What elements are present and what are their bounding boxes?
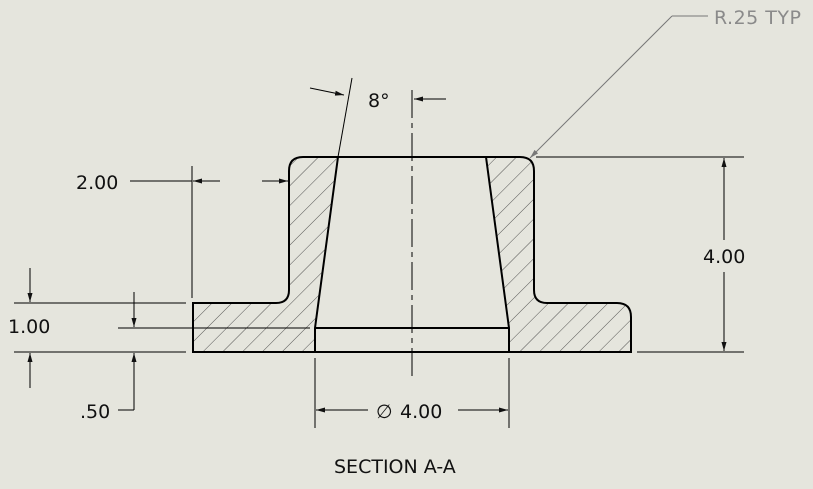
angle-label: 8° [368,90,390,112]
diameter-label: 4.00 [400,401,442,423]
left-section-region [192,156,340,353]
wall-label: 2.00 [76,172,118,194]
fillet-note-label: R.25 TYP [714,7,801,29]
section-title: SECTION A-A [334,456,456,478]
angle-arrow-left [309,87,345,96]
fillet-leader-arrow [529,15,673,159]
angle-extension-line [337,77,353,158]
diameter-symbol: ∅ [376,401,393,423]
right-section-region [484,156,632,353]
height-label: 4.00 [703,246,745,268]
step-label: .50 [80,401,110,423]
flange-thickness-label: 1.00 [8,316,50,338]
